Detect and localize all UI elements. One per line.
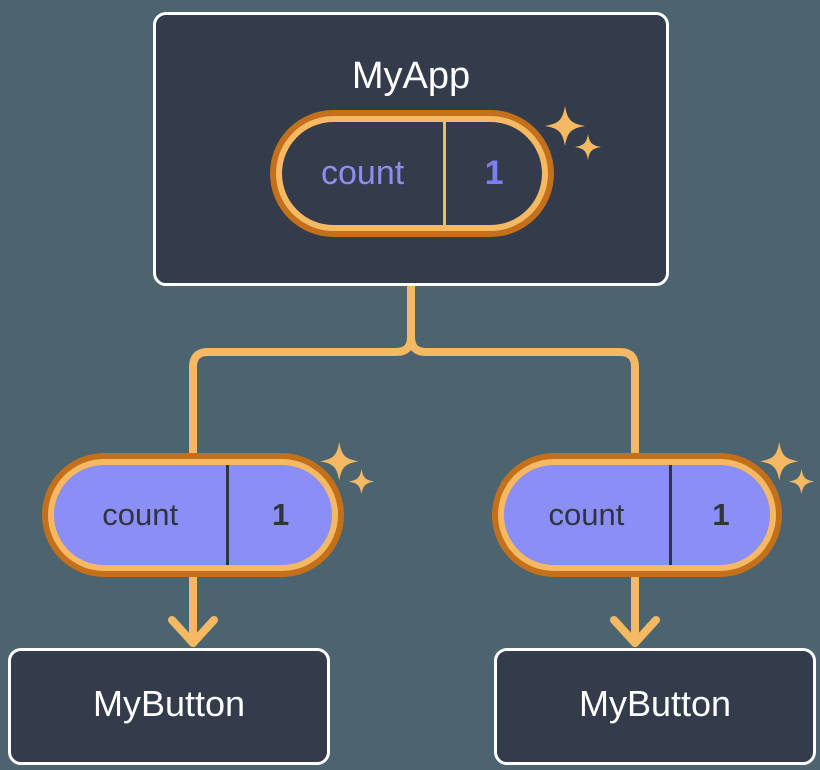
state-pill-body: count 1 [282,122,542,225]
state-pill-inner-ring: count 1 [276,116,548,231]
edge-myapp-to-left-state [189,282,415,457]
state-pill-body: count 1 [54,465,332,565]
state-key-label: count [102,497,179,532]
state-key-label: count [548,497,625,532]
arrowhead-left-icon [168,616,218,647]
sparkles-icon [758,440,816,500]
component-title-mybutton: MyButton [578,683,732,724]
sparkles-icon [318,440,376,500]
state-pill-right[interactable]: count 1 [492,453,782,577]
state-pill-inner-ring: count 1 [498,459,776,571]
component-title-myapp: MyApp [351,55,471,97]
state-pill-inner-ring: count 1 [48,459,338,571]
state-value-label: 1 [226,465,332,565]
component-card-mybutton-right[interactable]: MyButton [494,648,816,765]
state-pill-left[interactable]: count 1 [42,453,344,577]
component-card-mybutton-left[interactable]: MyButton [8,648,330,765]
arrowhead-right-icon [610,616,660,647]
state-value-label: 1 [668,465,770,565]
state-pill-myapp[interactable]: count 1 [270,110,554,237]
state-pill-body: count 1 [504,465,770,565]
edge-myapp-to-right-state [407,282,639,457]
state-value-label: 1 [443,122,542,225]
state-key-label: count [321,154,405,192]
component-title-mybutton: MyButton [92,683,246,724]
sparkles-icon [543,104,603,166]
